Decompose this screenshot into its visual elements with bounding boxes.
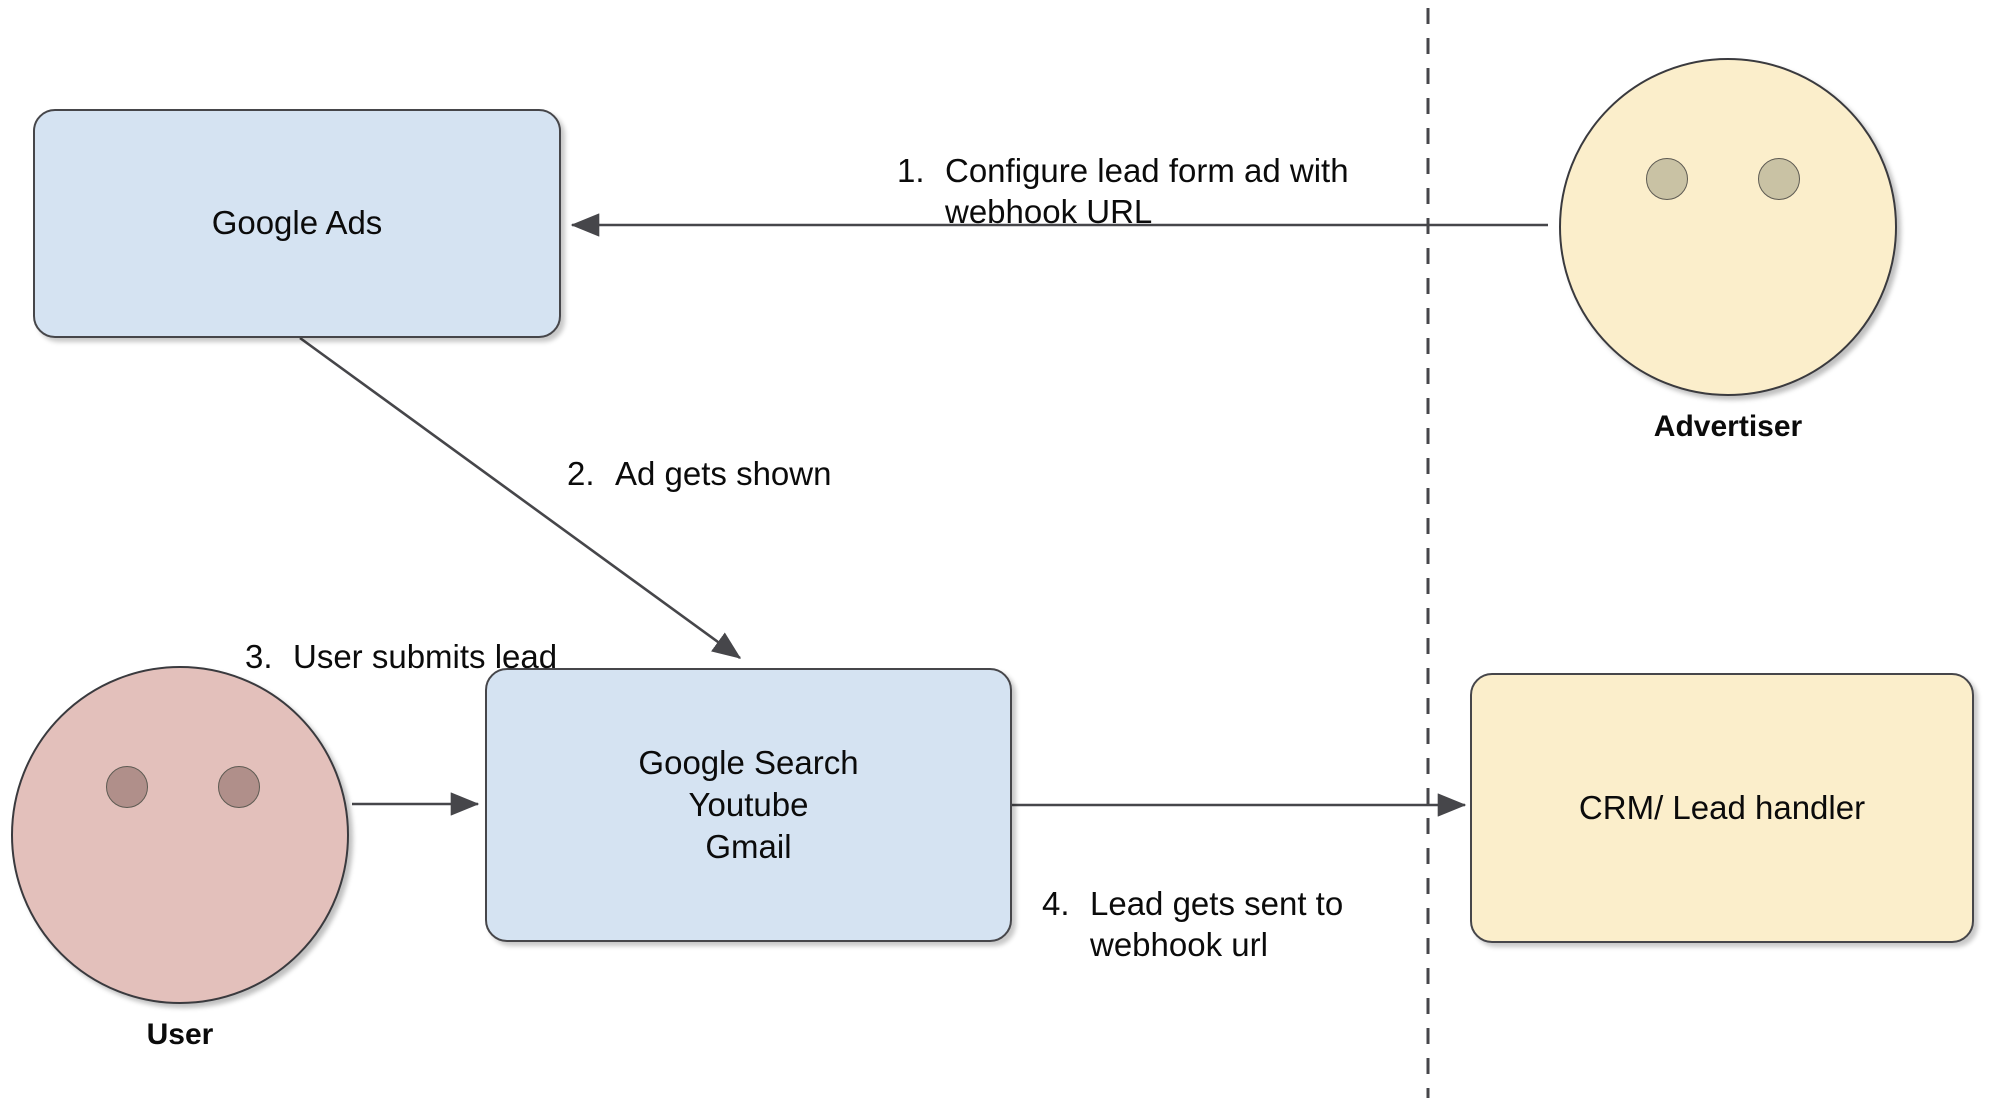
node-google-properties[interactable]: Google Search Youtube Gmail <box>485 668 1012 942</box>
node-google-ads[interactable]: Google Ads <box>33 109 561 338</box>
edge-label-3-line1: User submits lead <box>293 637 558 675</box>
user-eye-left-icon <box>106 766 148 808</box>
node-user-face-icon[interactable] <box>11 666 349 1004</box>
edge-label-1-number: 1. <box>897 151 925 189</box>
edge-label-2-line1: Ad gets shown <box>615 454 832 492</box>
node-advertiser-face-icon[interactable] <box>1559 58 1897 396</box>
node-google-properties-line2: Youtube <box>688 785 809 823</box>
edge-label-4-number: 4. <box>1042 884 1070 922</box>
edge-label-1-configure-lead-form: 1. Configure lead form ad with webhook URL <box>897 108 1417 233</box>
edge-label-1-line1: Configure lead form ad with <box>945 151 1349 189</box>
edge-label-4-line2: webhook url <box>1090 926 1268 964</box>
node-google-properties-line3: Gmail <box>705 828 792 866</box>
node-crm-lead-handler-label: CRM/ Lead handler <box>1578 788 1866 826</box>
user-eye-right-icon <box>218 766 260 808</box>
node-google-ads-label: Google Ads <box>211 204 383 242</box>
edge-label-2-ad-gets-shown: 2. Ad gets shown <box>567 411 967 494</box>
advertiser-eye-right-icon <box>1758 158 1800 200</box>
node-advertiser-label: Advertiser <box>1653 410 1803 443</box>
edge-label-3-user-submits-lead: 3. User submits lead <box>245 594 665 677</box>
node-user-label: User <box>146 1018 214 1051</box>
edge-label-4-lead-gets-sent: 4. Lead gets sent to webhook url <box>1042 841 1462 966</box>
edge-label-4-line1: Lead gets sent to <box>1090 884 1344 922</box>
edge-label-1-line2: webhook URL <box>945 193 1153 231</box>
node-crm-lead-handler[interactable]: CRM/ Lead handler <box>1470 673 1974 943</box>
node-google-properties-line1: Google Search <box>638 743 859 781</box>
edge-label-2-number: 2. <box>567 454 595 492</box>
edge-label-3-number: 3. <box>245 637 273 675</box>
advertiser-eye-left-icon <box>1646 158 1688 200</box>
